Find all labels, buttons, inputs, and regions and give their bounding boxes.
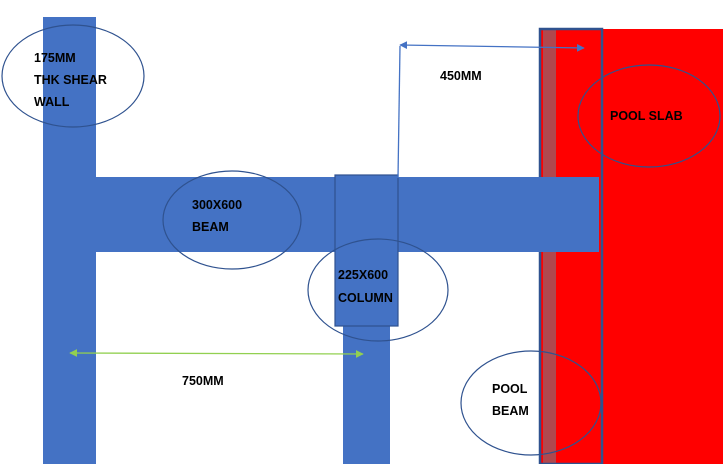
shear-wall-label: 175MM THK SHEAR WALL [34, 51, 110, 109]
pool-slab-label: POOL SLAB [610, 109, 683, 123]
pool-beam-label: POOL BEAM [492, 382, 531, 418]
column-label: 225X600 COLUMN [338, 268, 393, 305]
column-head [334, 174, 399, 327]
dim-750-label: 750MM [182, 374, 224, 388]
beam-callout [162, 170, 302, 270]
pool-beam-label-line: BEAM [492, 404, 529, 418]
shear-wall-label-line: 175MM [34, 51, 76, 65]
shear-wall-callout [1, 24, 145, 128]
column-label-line: 225X600 [338, 268, 388, 282]
beam-label-line: 300X600 [192, 198, 242, 212]
pool-beam-label-line: POOL [492, 382, 528, 396]
beam-label-line: BEAM [192, 220, 229, 234]
pool-beam-callout [460, 350, 602, 456]
shear-wall-label-line: WALL [34, 95, 70, 109]
column-label-line: COLUMN [338, 291, 393, 305]
column-callout [307, 238, 449, 342]
dim-450-label: 450MM [440, 69, 482, 83]
pool-slab-callout [577, 64, 721, 168]
pool-slab-label-line: POOL SLAB [610, 109, 683, 123]
dim-450-leader [397, 45, 401, 179]
beam-label: 300X600 BEAM [192, 198, 246, 234]
shear-wall [43, 17, 96, 464]
shear-wall-label-line: THK SHEAR [34, 73, 107, 87]
column-lower [343, 326, 390, 464]
dim-750-arrow [69, 349, 364, 358]
dim-450-arrow [399, 41, 585, 52]
